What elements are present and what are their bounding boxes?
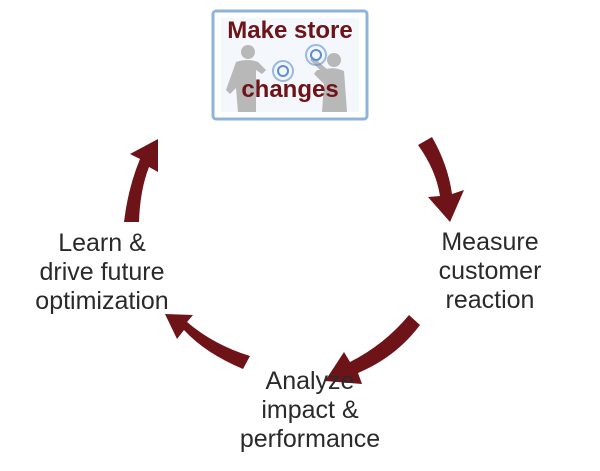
arrow-to-learn xyxy=(165,314,250,369)
start-node-title: Make store changes xyxy=(212,16,368,104)
learn-node-label: Learn & drive future optimization xyxy=(2,229,202,316)
arrow-to-start xyxy=(124,139,158,222)
arrow-to-analyze xyxy=(325,315,420,384)
touch-ring-right xyxy=(305,44,327,66)
start-node xyxy=(211,9,369,121)
measure-line1: Measure xyxy=(441,228,539,256)
people-touching-screen-icon xyxy=(226,45,347,112)
measure-node-label: Measure customer reaction xyxy=(410,228,570,315)
analyze-line2: impact & xyxy=(261,396,359,424)
arrow-to-measure xyxy=(418,137,464,222)
start-node-title-line1: Make store xyxy=(227,17,353,44)
measure-line3: reaction xyxy=(445,286,535,314)
analyze-line1: Analyze xyxy=(265,367,355,395)
start-node-title-line2: changes xyxy=(241,76,339,103)
learn-line1: Learn & xyxy=(58,229,146,257)
cycle-arrows xyxy=(124,137,464,384)
analyze-node-label: Analyze impact & performance xyxy=(205,367,415,454)
measure-line2: customer xyxy=(438,257,542,285)
learn-line3: optimization xyxy=(35,287,169,315)
learn-line2: drive future xyxy=(39,258,165,286)
touch-ring-left xyxy=(272,60,294,82)
analyze-line3: performance xyxy=(239,425,381,453)
